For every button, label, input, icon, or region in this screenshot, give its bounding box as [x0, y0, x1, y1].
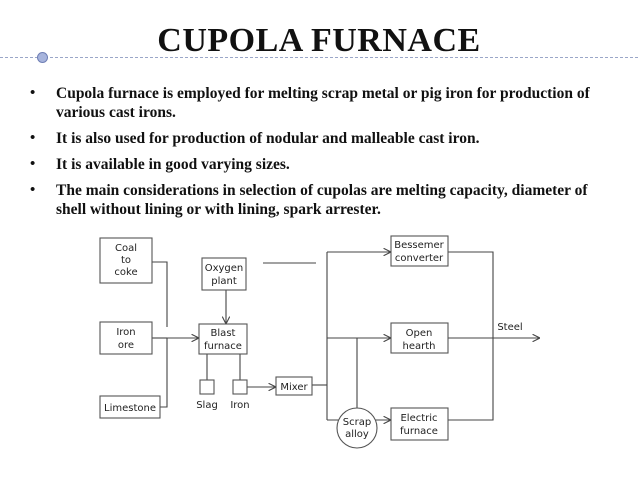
svg-text:converter: converter [395, 253, 444, 264]
svg-text:Blast: Blast [211, 328, 236, 339]
box-slag: Slag [196, 379, 218, 411]
box-iron-ore: Iron ore [99, 321, 153, 355]
svg-text:Limestone: Limestone [104, 403, 156, 414]
svg-text:to: to [121, 255, 131, 266]
svg-text:coke: coke [114, 267, 137, 278]
box-electric-furnace: Electric furnace [390, 407, 449, 441]
bullet-list: •Cupola furnace is employed for melting … [30, 84, 620, 226]
box-bessemer-converter: Bessemer converter [390, 235, 449, 267]
box-open-hearth: Open hearth [390, 322, 449, 354]
bullet-icon: • [30, 182, 36, 198]
flow-connectors [152, 252, 540, 420]
box-mixer: Mixer [275, 376, 313, 396]
svg-text:Iron: Iron [230, 400, 249, 411]
label-steel: Steel [497, 322, 522, 333]
box-iron: Iron [230, 379, 250, 411]
box-blast-furnace: Blast furnace [198, 323, 248, 355]
svg-text:ore: ore [118, 340, 134, 351]
connector-coal [152, 261, 168, 327]
svg-text:Slag: Slag [196, 400, 218, 411]
svg-text:Mixer: Mixer [280, 382, 308, 393]
steelmaking-flow-diagram: Coal to coke Iron ore Limestone Oxygen p… [99, 235, 540, 449]
box-oxygen-plant: Oxygen plant [201, 257, 247, 291]
svg-text:Electric: Electric [400, 413, 437, 424]
header-dot-decoration [37, 52, 48, 63]
bullet-icon: • [30, 156, 36, 172]
svg-text:Bessemer: Bessemer [394, 240, 444, 251]
svg-text:Open: Open [406, 328, 433, 339]
svg-text:plant: plant [211, 276, 237, 287]
slide-title: CUPOLA FURNACE [157, 22, 481, 59]
svg-text:Oxygen: Oxygen [205, 263, 244, 274]
box-scrap-alloy: Scrap alloy [336, 407, 378, 449]
svg-text:Coal: Coal [115, 243, 137, 254]
svg-text:furnace: furnace [400, 426, 438, 437]
bullet-item: •It is also used for production of nodul… [30, 130, 480, 147]
bullet-item: •Cupola furnace is employed for melting … [30, 85, 590, 121]
svg-text:Iron: Iron [116, 327, 135, 338]
box-coal-to-coke: Coal to coke [99, 237, 153, 284]
svg-text:Steel: Steel [497, 322, 522, 333]
svg-text:alloy: alloy [345, 429, 369, 440]
svg-text:furnace: furnace [204, 341, 242, 352]
svg-text:hearth: hearth [403, 341, 436, 352]
bullet-icon: • [30, 85, 36, 101]
bullet-icon: • [30, 130, 36, 146]
bullet-item: •The main considerations in selection of… [30, 182, 588, 218]
svg-text:Scrap: Scrap [343, 417, 371, 428]
header-divider [0, 57, 638, 58]
bullet-item: •It is available in good varying sizes. [30, 156, 290, 173]
box-limestone: Limestone [99, 395, 161, 419]
steel-bus [448, 251, 494, 421]
